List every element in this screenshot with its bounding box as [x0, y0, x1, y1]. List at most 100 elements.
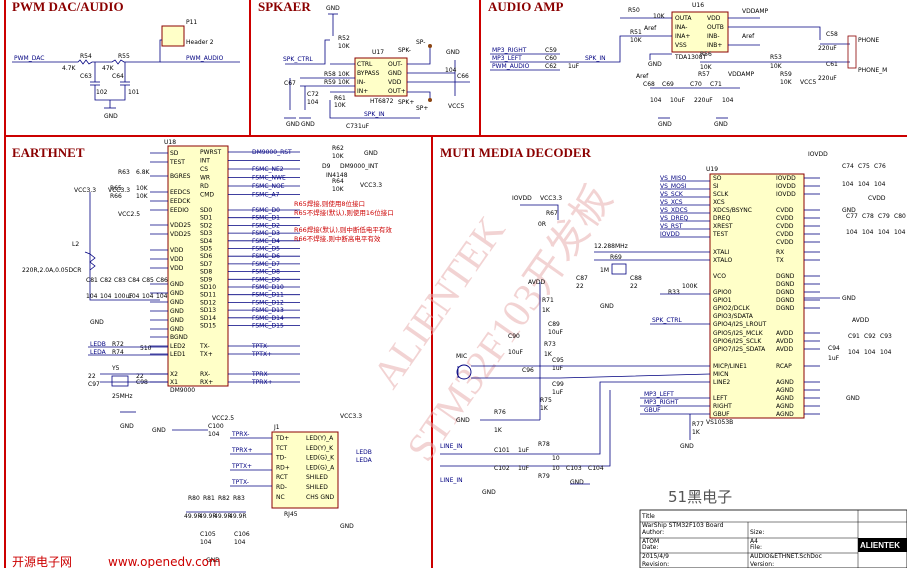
u18-right-pin: SD2: [200, 222, 212, 229]
u19-right-pin: CVDD: [776, 223, 794, 230]
u18-net: FSMC_D7: [252, 261, 280, 268]
d9-ref: D9: [322, 163, 331, 170]
c62-ref: C62: [545, 63, 557, 70]
j1-res-val: 49.9R: [214, 513, 232, 520]
section-title-media-decoder: MUTI MEDIA DECODER: [440, 145, 592, 160]
footer-site-name: 开源电子网: [12, 555, 72, 568]
j1-res-ref: R81: [203, 495, 215, 502]
u18-right-pin: TX-: [199, 343, 210, 350]
u18-right-pin: SD3: [200, 230, 212, 237]
u18-net: TPTX-: [251, 343, 269, 350]
phone-label: PHONE: [858, 37, 879, 44]
note-r66-high: R66不焊接,则中断高电平有效: [294, 234, 381, 243]
aref-3: Aref: [636, 73, 649, 80]
j1-left-pin: TD+: [275, 435, 289, 442]
u18-part: DM9000: [170, 387, 195, 394]
c94-val: 1uF: [828, 355, 840, 362]
date-value: 2015/4/9: [642, 553, 669, 560]
u19-part: VS1053B: [706, 419, 733, 426]
j1-right-pin: SHILED: [306, 474, 328, 481]
u19-right-pin: IOVDD: [776, 175, 796, 182]
u18-net: TPRX+: [251, 379, 273, 386]
r77-ref: R77: [692, 421, 704, 428]
spk-ctrl-net-mm: SPK_CTRL: [652, 317, 682, 324]
r57-ref: R57: [698, 71, 710, 78]
eth-vcc33-r: VCC3.3: [360, 182, 382, 189]
c64-ref: C64: [112, 73, 124, 80]
u19-left-pin: VCO: [713, 273, 726, 280]
u19-left-pin: TEST: [712, 231, 728, 238]
r56-val: 10K: [700, 64, 713, 71]
y5-ref: Y5: [111, 365, 120, 372]
u18-right-pin: TX+: [199, 351, 213, 358]
u16-ina-pos: INA+: [675, 33, 690, 40]
c68-val: 104: [650, 97, 662, 104]
j1-right-pin: LED(Y)_K: [306, 445, 334, 452]
u18-right-pin: SD11: [200, 292, 216, 299]
u19-left-pin: XTALO: [713, 257, 732, 264]
xtal-freq: 12.288MHz: [594, 243, 628, 250]
eth-vcc33-l: VCC3.3: [108, 187, 130, 194]
mm-gnd-line: GND: [570, 479, 584, 486]
spk-neg-label: SPK-: [398, 47, 411, 54]
r59-ref: R59: [324, 79, 336, 86]
u18-net: FSMC_D9: [252, 276, 280, 283]
u19-spi-net: VS_RST: [660, 223, 683, 230]
u16-vdd: VDD: [707, 15, 721, 22]
u18-right-pin: WR: [200, 175, 210, 182]
eth-cap-val: 104: [156, 293, 168, 300]
vddamp-net-2: VDDAMP: [728, 71, 755, 78]
r53-ref: R53: [770, 54, 782, 61]
crystal-12mhz: [611, 263, 627, 275]
pwm-dac-block: P11 Header 2 PWM_DAC PWM_AUDIO R54 4.7K …: [12, 19, 240, 120]
avdd-cap-ref: C93: [880, 333, 892, 340]
u18-right-pin: SD9: [200, 276, 212, 283]
u18-net: FSMC_A7: [252, 192, 280, 199]
u17-part: HT6872: [370, 98, 394, 105]
r75-ref: R75: [540, 397, 552, 404]
u18-left-pin: GND: [170, 281, 184, 288]
l2-val: 220R,2.0A,0.05DCR: [22, 267, 81, 274]
j1-res-ref: R83: [233, 495, 245, 502]
pwm-dac-net: PWM_DAC: [14, 55, 44, 62]
r73-val: 1K: [544, 351, 553, 358]
mm-gnd-jack: GND: [482, 489, 496, 496]
u18-right-pin: RX-: [200, 371, 210, 378]
c106-val: 104: [234, 539, 246, 546]
eth-cap-val: 104: [100, 293, 112, 300]
cvdd-cap-ref: C77: [846, 213, 858, 220]
u18-right-pin: INT: [200, 158, 210, 165]
date-label: Date:: [642, 544, 658, 551]
u19-left-pin: SCLK: [713, 191, 729, 198]
board-title: WarShip STM32F103 Board: [642, 522, 724, 529]
c68-ref: C68: [643, 81, 655, 88]
r61-ref: R61: [334, 95, 346, 102]
u19-spi-net: VS_MOSI: [660, 183, 687, 190]
u18-left-pin: VDD25: [170, 222, 191, 229]
c61-val: 220uF: [818, 75, 837, 82]
u19-right-pin: AVDD: [776, 346, 793, 353]
r62-ref: R62: [332, 145, 344, 152]
j1-res-ref: R82: [218, 495, 230, 502]
u18-right-pin: SD1: [200, 215, 212, 222]
r78-val: 10: [552, 455, 560, 462]
c94-ref: C94: [828, 345, 840, 352]
j1-right-pin: LED(G)_K: [306, 455, 335, 462]
c105-val: 104: [200, 539, 212, 546]
u18-right-pin: SD13: [200, 307, 216, 314]
r62-gnd: GND: [364, 150, 378, 157]
u19-spi-net: IOVDD: [660, 231, 680, 238]
u19-right-pin: CVDD: [776, 215, 794, 222]
u19-left-pin: GPIO4/I2S_LROUT: [713, 321, 767, 328]
c96-ref: C96: [522, 367, 534, 374]
avdd-cap-val: 104: [848, 349, 860, 356]
spk-gnd-l2: GND: [301, 121, 315, 128]
c71-ref: C71: [710, 81, 722, 88]
chip-u19: [709, 173, 805, 419]
mm-gnd-xtal: GND: [600, 303, 614, 310]
u19-right-pin: AGND: [776, 379, 794, 386]
eth-cap-val: 104: [128, 293, 140, 300]
